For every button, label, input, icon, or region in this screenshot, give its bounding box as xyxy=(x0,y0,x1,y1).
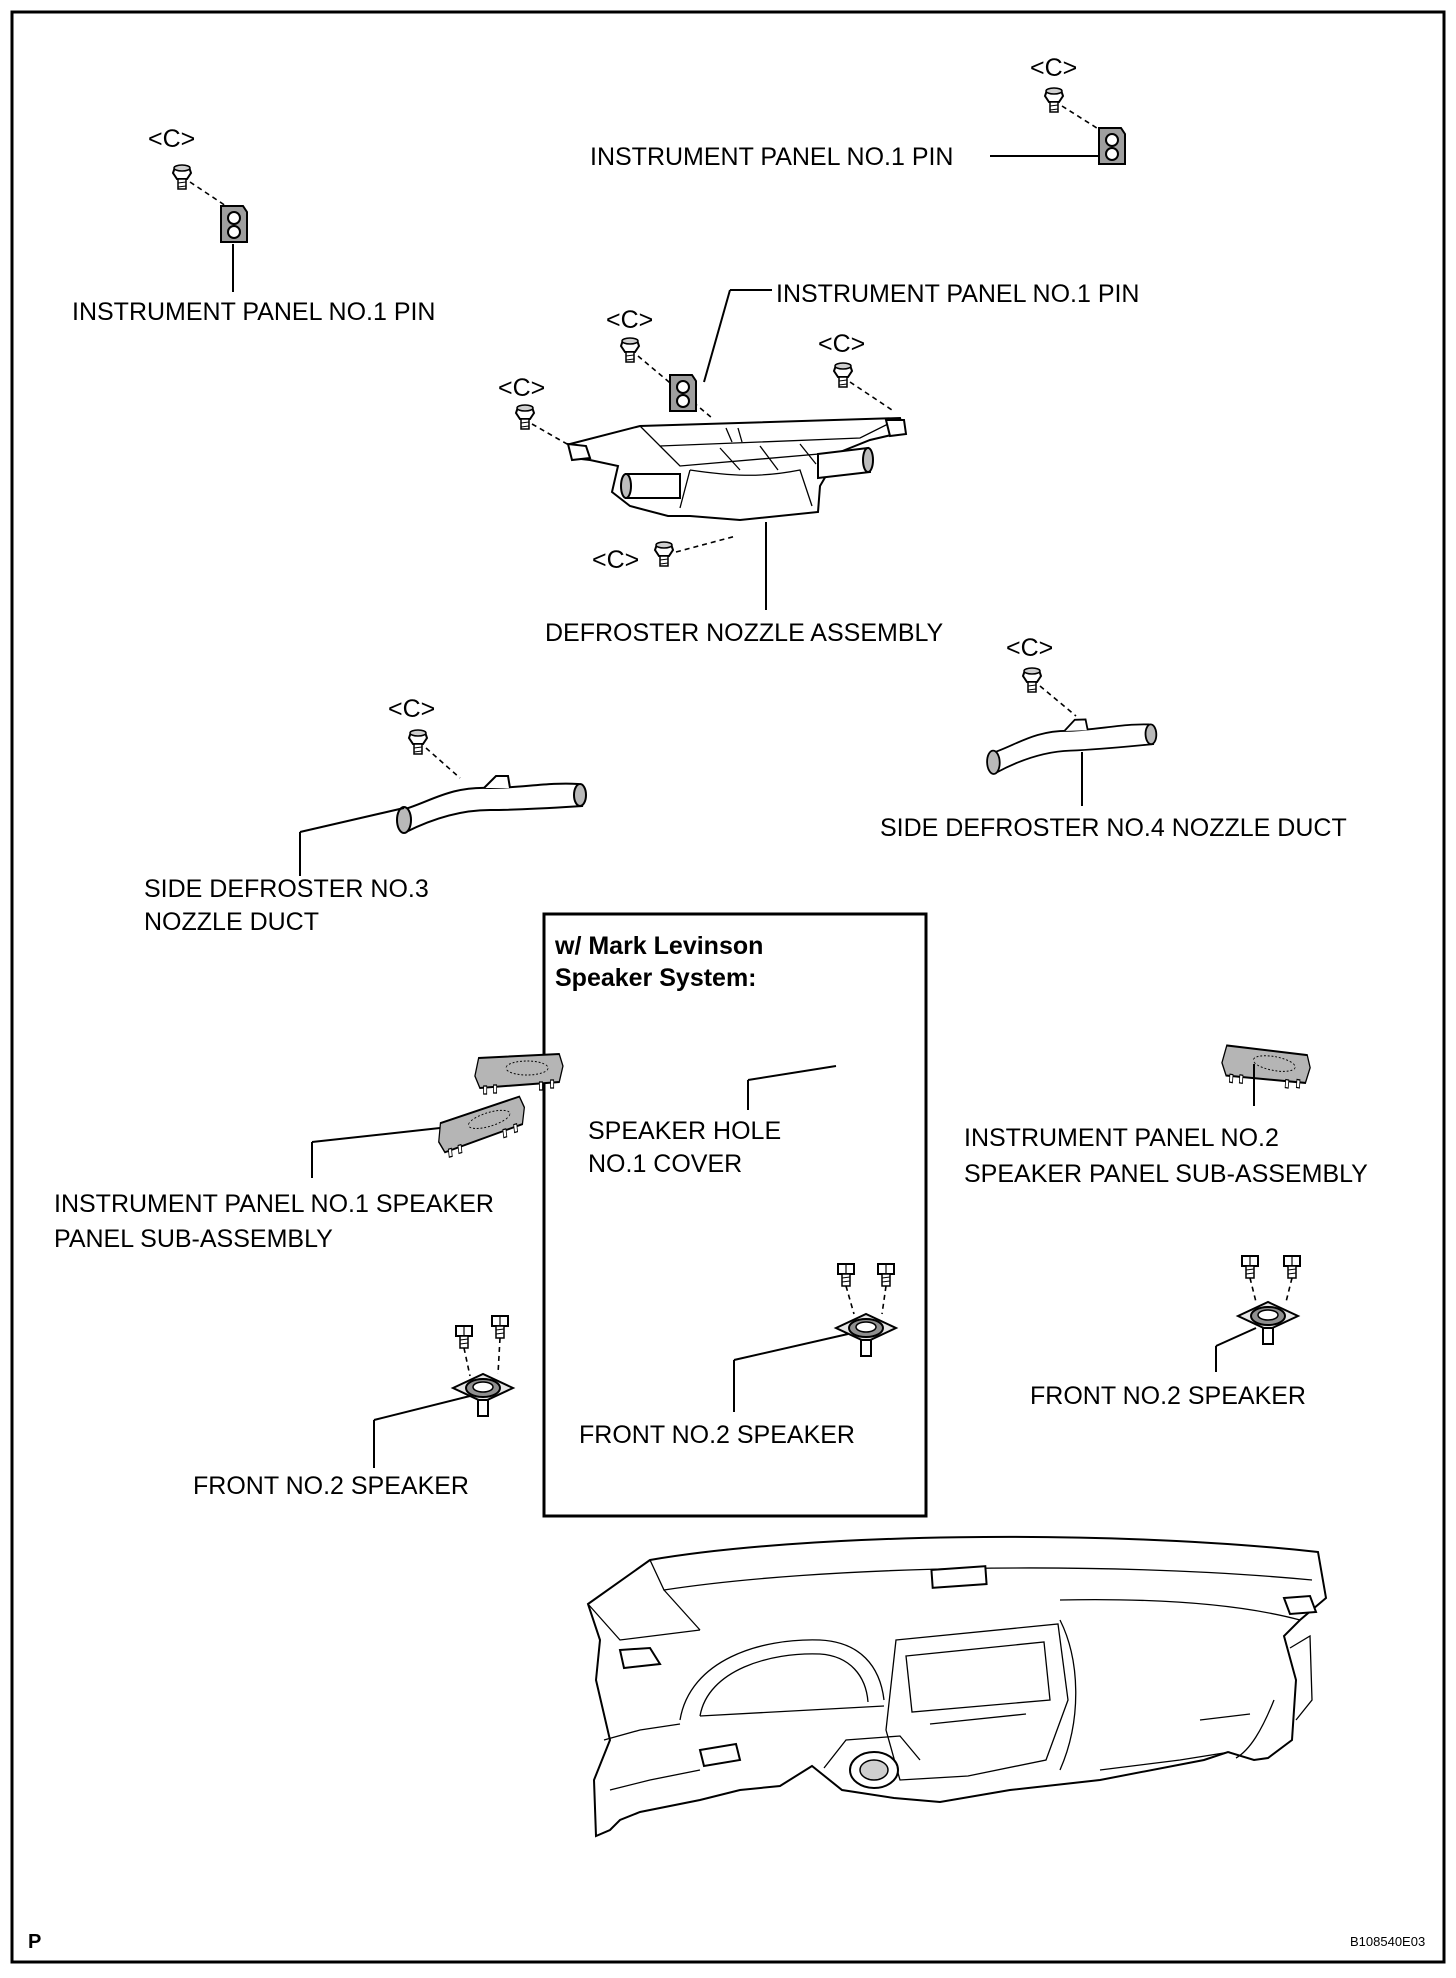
c-marker: <C> xyxy=(1006,634,1053,662)
speaker-box-label: FRONT NO.2 SPEAKER xyxy=(579,1421,855,1449)
side-duct-4-label: SIDE DEFROSTER NO.4 NOZZLE DUCT xyxy=(880,814,1347,842)
mark-levinson-box: w/ Mark Levinson Speaker System: SPEAKER… xyxy=(473,912,928,1518)
panel1-label-line1: INSTRUMENT PANEL NO.1 SPEAKER xyxy=(54,1190,494,1218)
pin-left-group: <C> INSTRUMENT PANEL NO.1 PIN xyxy=(72,125,436,326)
speaker-hole-label-line1: SPEAKER HOLE xyxy=(588,1117,781,1145)
side-duct-4-group: <C> SIDE DEFROSTER NO.4 NOZZLE DUCT xyxy=(880,634,1347,842)
panel2-group: INSTRUMENT PANEL NO.2 SPEAKER PANEL SUB-… xyxy=(964,1039,1368,1188)
ml-box-title-line1: w/ Mark Levinson xyxy=(554,932,763,960)
side-defroster-duct-icon xyxy=(396,775,587,834)
speaker-left-group: FRONT NO.2 SPEAKER xyxy=(193,1315,514,1500)
speaker-hole-label-line2: NO.1 COVER xyxy=(588,1150,742,1178)
defroster-nozzle-label: DEFROSTER NOZZLE ASSEMBLY xyxy=(545,619,944,647)
speaker-left-label: FRONT NO.2 SPEAKER xyxy=(193,1472,469,1500)
c-marker: <C> xyxy=(388,695,435,723)
bolt-icon xyxy=(491,1315,509,1339)
bolt-icon xyxy=(1241,1255,1259,1279)
speaker-panel-icon xyxy=(435,1094,529,1161)
screw-icon xyxy=(515,404,535,430)
ml-box-title-line2: Speaker System: xyxy=(555,964,757,992)
front-speaker-icon xyxy=(1237,1301,1299,1345)
instrument-panel-pin-icon xyxy=(1098,127,1126,165)
bolt-icon xyxy=(455,1325,473,1349)
bolt-icon xyxy=(837,1263,855,1287)
pin-top-right-group: <C> INSTRUMENT PANEL NO.1 PIN xyxy=(590,54,1126,171)
pin-top-right-label: INSTRUMENT PANEL NO.1 PIN xyxy=(590,143,954,171)
speaker-right-group: FRONT NO.2 SPEAKER xyxy=(1030,1255,1306,1410)
panel1-group: INSTRUMENT PANEL NO.1 SPEAKER PANEL SUB-… xyxy=(54,1094,529,1253)
side-duct-3-label-line2: NOZZLE DUCT xyxy=(144,908,319,936)
figure-code: B108540E03 xyxy=(1350,1934,1425,1949)
screw-icon xyxy=(620,337,640,363)
speaker-hole-cover-icon xyxy=(473,1053,564,1095)
panel1-label-line2: PANEL SUB-ASSEMBLY xyxy=(54,1225,333,1253)
instrument-panel-pin-icon xyxy=(220,205,248,243)
screw-icon xyxy=(833,362,853,388)
panel2-label-line2: SPEAKER PANEL SUB-ASSEMBLY xyxy=(964,1160,1368,1188)
diagram-frame xyxy=(10,10,1446,1964)
speaker-right-label: FRONT NO.2 SPEAKER xyxy=(1030,1382,1306,1410)
pin-center-label: INSTRUMENT PANEL NO.1 PIN xyxy=(776,280,1140,308)
panel2-label-line1: INSTRUMENT PANEL NO.2 xyxy=(964,1124,1279,1152)
instrument-panel-pin-icon xyxy=(669,374,697,412)
c-marker: <C> xyxy=(148,125,195,153)
c-marker: <C> xyxy=(592,546,639,574)
bolt-icon xyxy=(1283,1255,1301,1279)
c-marker: <C> xyxy=(1030,54,1077,82)
side-duct-3-group: <C> SIDE DEFROSTER NO.3 NOZZLE DUCT xyxy=(144,695,587,936)
screw-icon xyxy=(172,164,192,190)
screw-icon xyxy=(1044,87,1064,113)
instrument-panel-icon xyxy=(586,1535,1328,1838)
side-duct-3-label-line1: SIDE DEFROSTER NO.3 xyxy=(144,875,429,903)
pin-left-label: INSTRUMENT PANEL NO.1 PIN xyxy=(72,298,436,326)
front-speaker-icon xyxy=(452,1373,514,1417)
corner-page-mark: P xyxy=(28,1931,41,1953)
speaker-panel-icon xyxy=(1219,1039,1312,1097)
side-defroster-duct-icon xyxy=(984,716,1159,776)
bolt-icon xyxy=(877,1263,895,1287)
screw-icon xyxy=(408,729,428,755)
c-marker: <C> xyxy=(818,330,865,358)
screw-icon xyxy=(1022,667,1042,693)
c-marker: <C> xyxy=(498,374,545,402)
defroster-nozzle-group: <C> <C> <C> <C> INSTRUMENT PANEL NO.1 PI… xyxy=(498,280,1140,647)
c-marker: <C> xyxy=(606,306,653,334)
screw-icon xyxy=(654,541,674,567)
